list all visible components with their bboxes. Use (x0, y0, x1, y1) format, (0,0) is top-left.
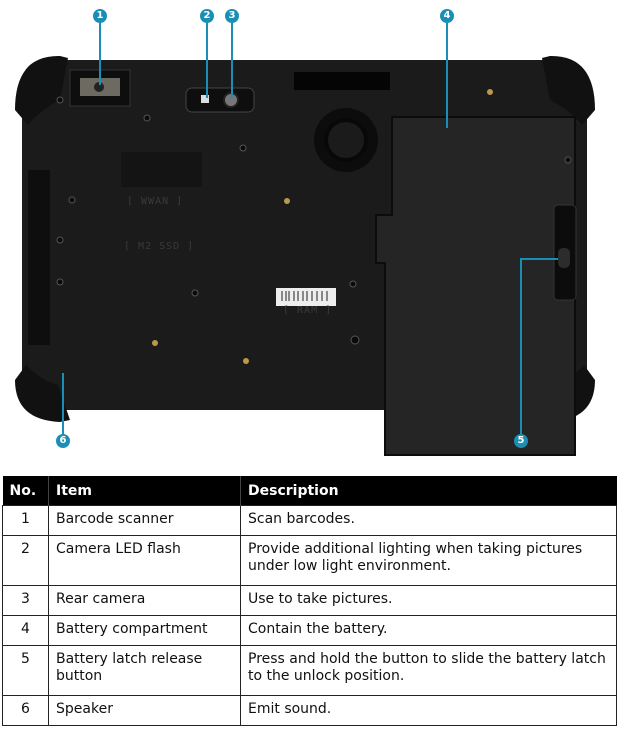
row-description: Scan barcodes. (240, 505, 617, 536)
row-no: 5 (2, 645, 49, 696)
row-item: Rear camera (48, 585, 241, 616)
table-row: 1 Barcode scanner Scan barcodes. (2, 505, 617, 536)
callout-6: 6 (56, 434, 70, 448)
table-header-row: No. Item Description (2, 476, 617, 506)
callout-2: 2 (200, 9, 214, 23)
callout-leader-3 (231, 23, 233, 98)
tablet-rear-illustration (15, 55, 595, 462)
table-row: 6 Speaker Emit sound. (2, 695, 617, 726)
header-item: Item (48, 476, 241, 506)
callout-leader-4 (446, 23, 448, 128)
callout-4: 4 (440, 9, 454, 23)
components-table: No. Item Description 1 Barcode scanner S… (2, 476, 617, 726)
callout-leader-6 (62, 373, 64, 434)
ram-label: [ RAM ] (283, 305, 333, 316)
row-item: Battery latch release button (48, 645, 241, 696)
row-item: Camera LED flash (48, 535, 241, 586)
row-no: 2 (2, 535, 49, 586)
row-description: Use to take pictures. (240, 585, 617, 616)
m2-ssd-label: [ M2 SSD ] (124, 241, 195, 252)
callout-leader-5b (520, 258, 558, 260)
callout-leader-1 (99, 23, 101, 85)
row-item: Battery compartment (48, 615, 241, 646)
callout-leader-5 (520, 258, 522, 434)
callout-leader-2 (206, 23, 208, 98)
row-item: Speaker (48, 695, 241, 726)
row-no: 3 (2, 585, 49, 616)
callout-5: 5 (514, 434, 528, 448)
table-row: 4 Battery compartment Contain the batter… (2, 615, 617, 646)
table-row: 5 Battery latch release button Press and… (2, 645, 617, 696)
row-no: 1 (2, 505, 49, 536)
tablet-rear-photo: [ WWAN ] [ M2 SSD ] [ RAM ] 1 2 3 4 5 6 (15, 9, 595, 462)
callout-3: 3 (225, 9, 239, 23)
table-row: 2 Camera LED flash Provide additional li… (2, 535, 617, 586)
row-description: Press and hold the button to slide the b… (240, 645, 617, 696)
table-row: 3 Rear camera Use to take pictures. (2, 585, 617, 616)
row-no: 4 (2, 615, 49, 646)
row-no: 6 (2, 695, 49, 726)
row-description: Contain the battery. (240, 615, 617, 646)
row-description: Emit sound. (240, 695, 617, 726)
row-description: Provide additional lighting when taking … (240, 535, 617, 586)
callout-1: 1 (93, 9, 107, 23)
row-item: Barcode scanner (48, 505, 241, 536)
wwan-label: [ WWAN ] (127, 196, 184, 207)
header-description: Description (240, 476, 617, 506)
header-no: No. (2, 476, 49, 506)
